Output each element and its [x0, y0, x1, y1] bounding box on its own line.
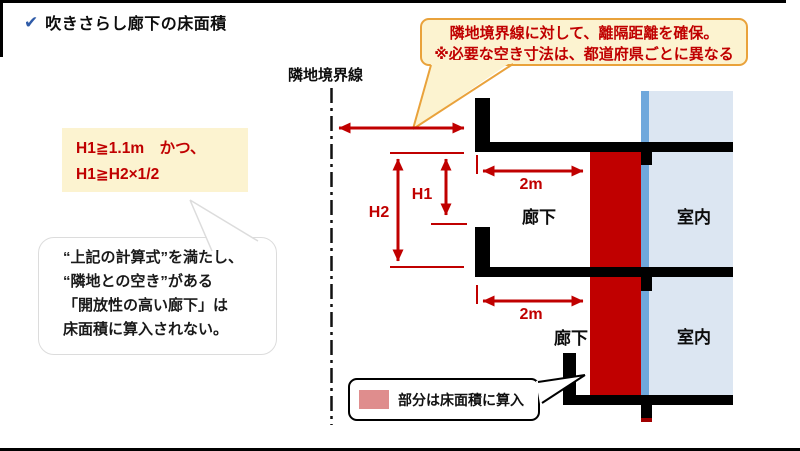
window-strip-lower: [641, 277, 649, 395]
setback-callout-line-2: ※必要な空き寸法は、都道府県ごとに異なる: [434, 46, 734, 63]
room-label-lower: 室内: [677, 328, 711, 347]
note-bubble: “上記の計算式”を満たし、 “隣地との空き”がある 「開放性の高い廊下」は 床面…: [38, 237, 277, 355]
formula-line-1: H1≧1.1m かつ、: [76, 140, 206, 157]
floor-slab-2: [475, 267, 733, 277]
left-border-line: [0, 0, 3, 57]
railing-wall-upper: [475, 227, 490, 272]
legend-label: 部分は床面積に算入: [398, 391, 524, 408]
room-area-top: [649, 91, 733, 142]
corridor-label-lower: 廊下: [554, 329, 588, 348]
corridor-label-upper: 廊下: [522, 208, 556, 227]
room-label-upper: 室内: [677, 208, 711, 227]
span-label-upper: 2m: [519, 176, 543, 193]
window-stub-2: [641, 277, 652, 291]
legend-bubble: 部分は床面積に算入: [348, 378, 540, 421]
counted-area-upper: [590, 152, 641, 267]
room-area-upper: [649, 152, 733, 267]
window-strip-upper: [641, 152, 649, 267]
span-label-lower: 2m: [519, 306, 543, 323]
top-border-line: [0, 0, 786, 3]
window-stub-3: [641, 405, 652, 418]
room-area-lower: [649, 277, 733, 395]
page-title-text: 吹きさらし廊下の床面積: [45, 16, 227, 33]
checkmark-icon: ✔: [24, 12, 39, 32]
boundary-line-label: 隣地境界線: [288, 67, 364, 84]
note-line-3: 「開放性の高い廊下」は: [63, 297, 229, 314]
note-line-2: “隣地との空き”がある: [63, 273, 213, 290]
h1-label: H1: [411, 186, 433, 203]
h2-label: H2: [368, 204, 390, 221]
counted-area-lower: [590, 277, 641, 395]
bottom-border-line: [0, 448, 800, 451]
railing-wall-lower: [563, 353, 576, 400]
floor-slab-1: [475, 142, 733, 152]
note-line-4: 床面積に算入されない。: [63, 321, 229, 338]
formula-box: H1≧1.1m かつ、 H1≧H2×1/2: [62, 128, 248, 192]
window-strip-top: [641, 91, 649, 142]
callout-tail: [412, 60, 514, 130]
legend-swatch: [359, 390, 389, 409]
page-title: ✔ 吹きさらし廊下の床面積: [24, 10, 227, 34]
floor-slab-3: [563, 395, 733, 405]
setback-callout-box: 隣地境界線に対して、離隔距離を確保。 ※必要な空き寸法は、都道府県ごとに異なる: [420, 18, 748, 66]
setback-callout-line-1: 隣地境界線に対して、離隔距離を確保。: [449, 25, 719, 42]
note-line-1: “上記の計算式”を満たし、: [63, 249, 244, 266]
window-stub-1: [641, 152, 652, 165]
formula-line-2: H1≧H2×1/2: [76, 166, 160, 183]
counted-area-peek: [641, 418, 652, 422]
